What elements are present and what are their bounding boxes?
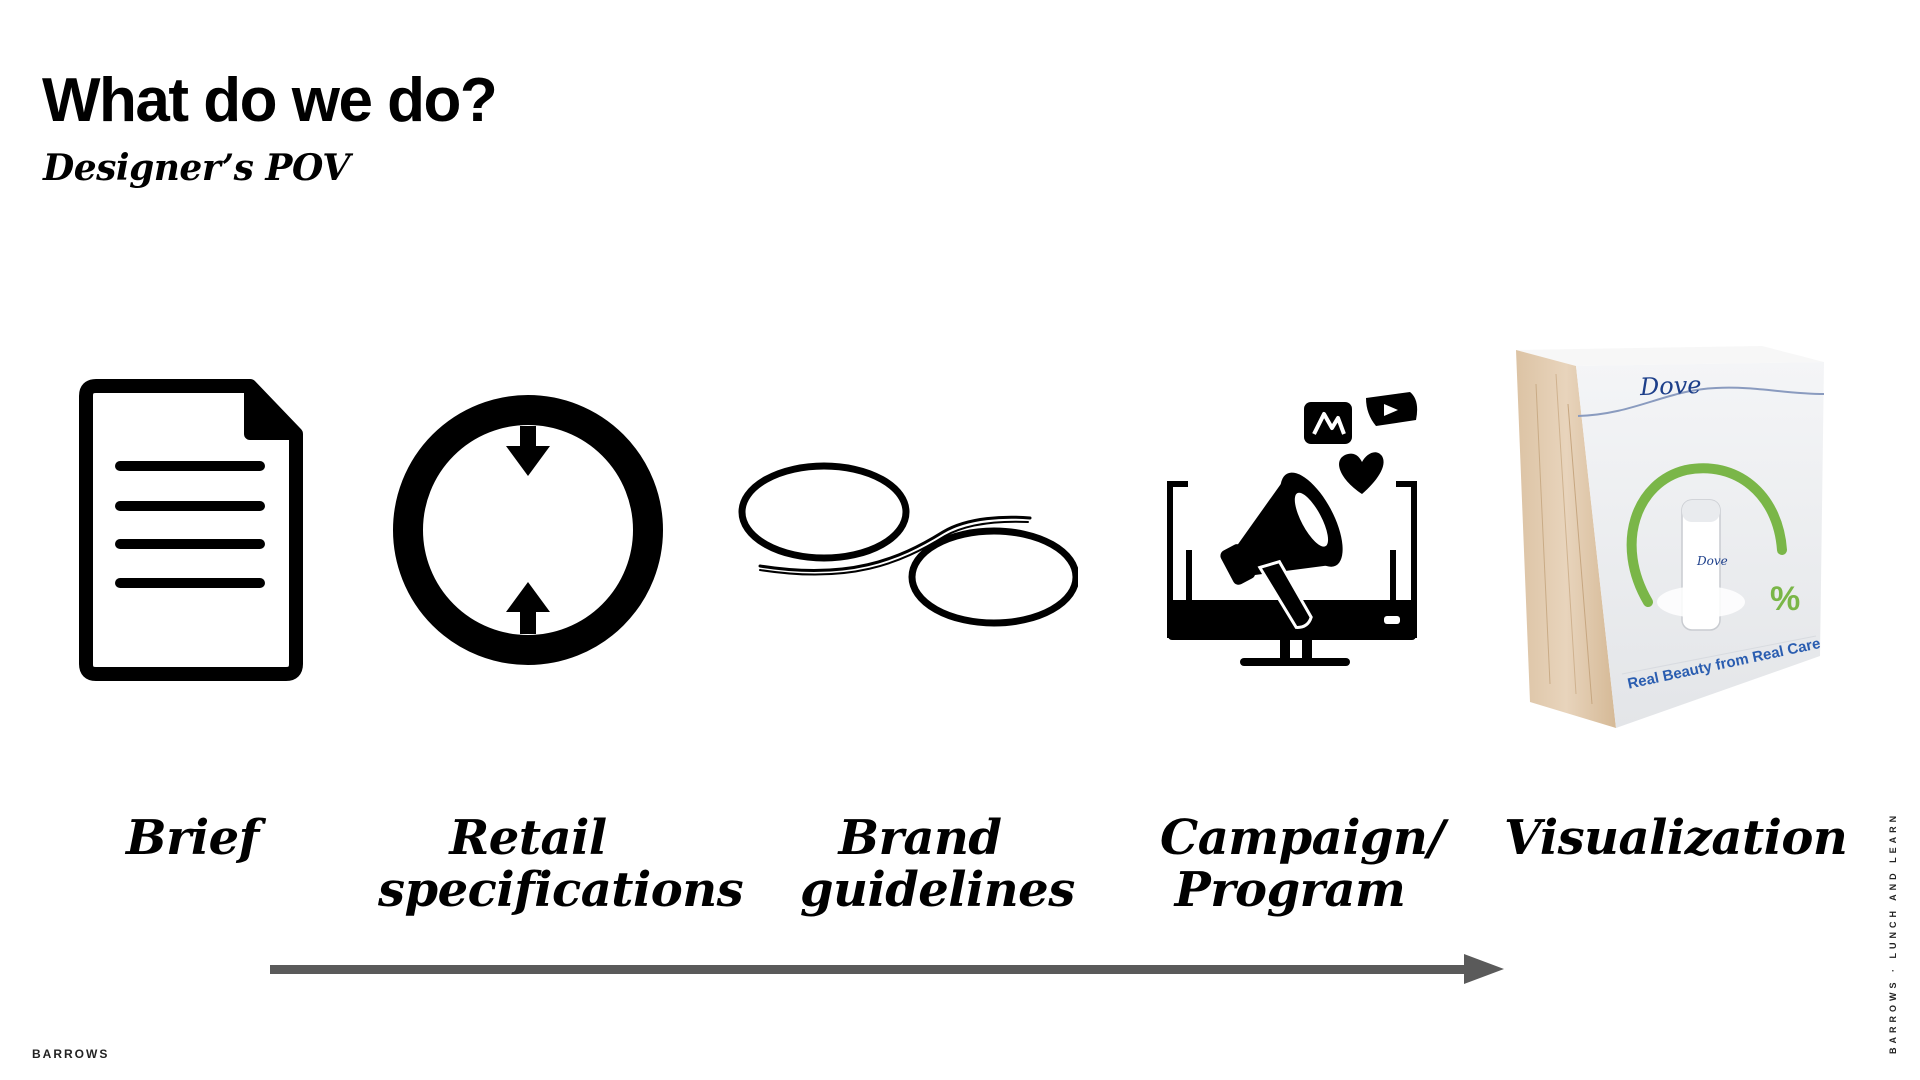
step-label-visualization: Visualization [1504,810,1848,866]
barrows-logo: BARROWS [32,1047,110,1061]
box-brand: Dove [1639,370,1702,402]
slide-title: What do we do? [42,66,498,135]
step-label-brief: Brief [126,810,259,866]
brand-guidelines-icon [738,462,1078,627]
box-product-label: Dove [1697,554,1728,568]
document-icon [79,379,303,681]
retail-spec-icon [393,395,663,665]
box-percent: % [1770,580,1801,618]
step-label-retail-specifications: Retail specifications [378,810,744,918]
side-tag: BARROWS · LUNCH AND LEARN [1888,811,1898,1054]
step-label-brand-guidelines: Brand guidelines [800,810,1075,918]
megaphone-monitor-icon [1167,392,1418,666]
step-label-campaign-program: Campaign/ Program [1160,810,1445,918]
process-flow-arrow [270,954,1504,984]
slide-subtitle: Designer’s POV [43,147,350,189]
product-display-image [1516,346,1825,728]
